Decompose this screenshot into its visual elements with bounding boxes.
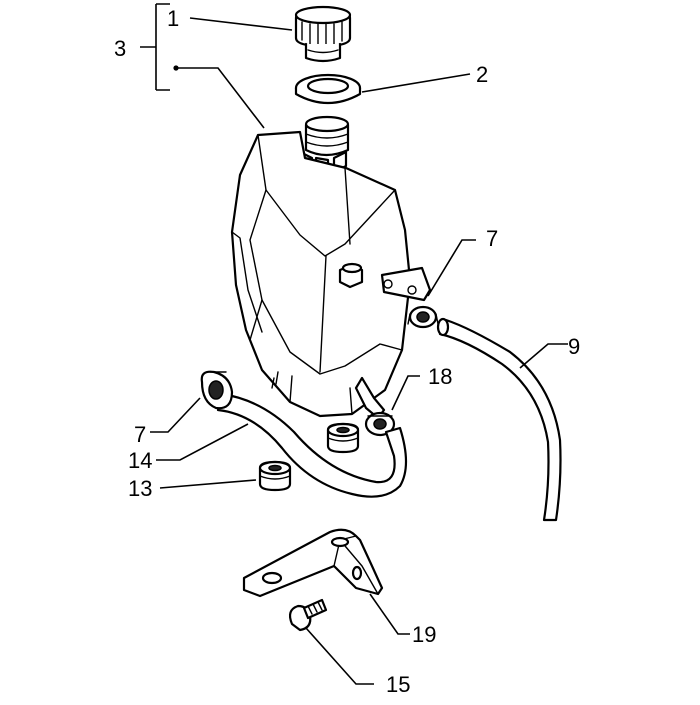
- hose-clamp-lower: [200, 370, 234, 410]
- callout-19: 19: [412, 622, 436, 647]
- callout-1: 1: [167, 6, 179, 31]
- callout-7-lower: 7: [134, 422, 146, 447]
- filler-cap: [294, 5, 352, 63]
- callout-9: 9: [568, 334, 580, 359]
- hose-clamp-18: [364, 411, 396, 437]
- expansion-tank: [230, 130, 432, 420]
- callout-labels: 1 2 3 7 7 9 13 14 15 18 19: [114, 6, 580, 697]
- gasket-ring: [294, 73, 362, 104]
- callout-2: 2: [476, 62, 488, 87]
- callout-7-upper: 7: [486, 226, 498, 251]
- hose-clamp-upper: [407, 305, 439, 329]
- grommet-upper: [326, 422, 360, 454]
- callout-13: 13: [128, 476, 152, 501]
- leader-lines: [140, 3, 568, 685]
- grommet-lower: [258, 460, 292, 492]
- callout-3: 3: [114, 36, 126, 61]
- screw: [288, 598, 328, 632]
- callout-14: 14: [128, 448, 152, 473]
- hose-lower: [216, 392, 408, 498]
- callout-15: 15: [386, 672, 410, 697]
- hose-long: [436, 317, 562, 522]
- callout-18: 18: [428, 364, 452, 389]
- mounting-bracket: [242, 528, 384, 598]
